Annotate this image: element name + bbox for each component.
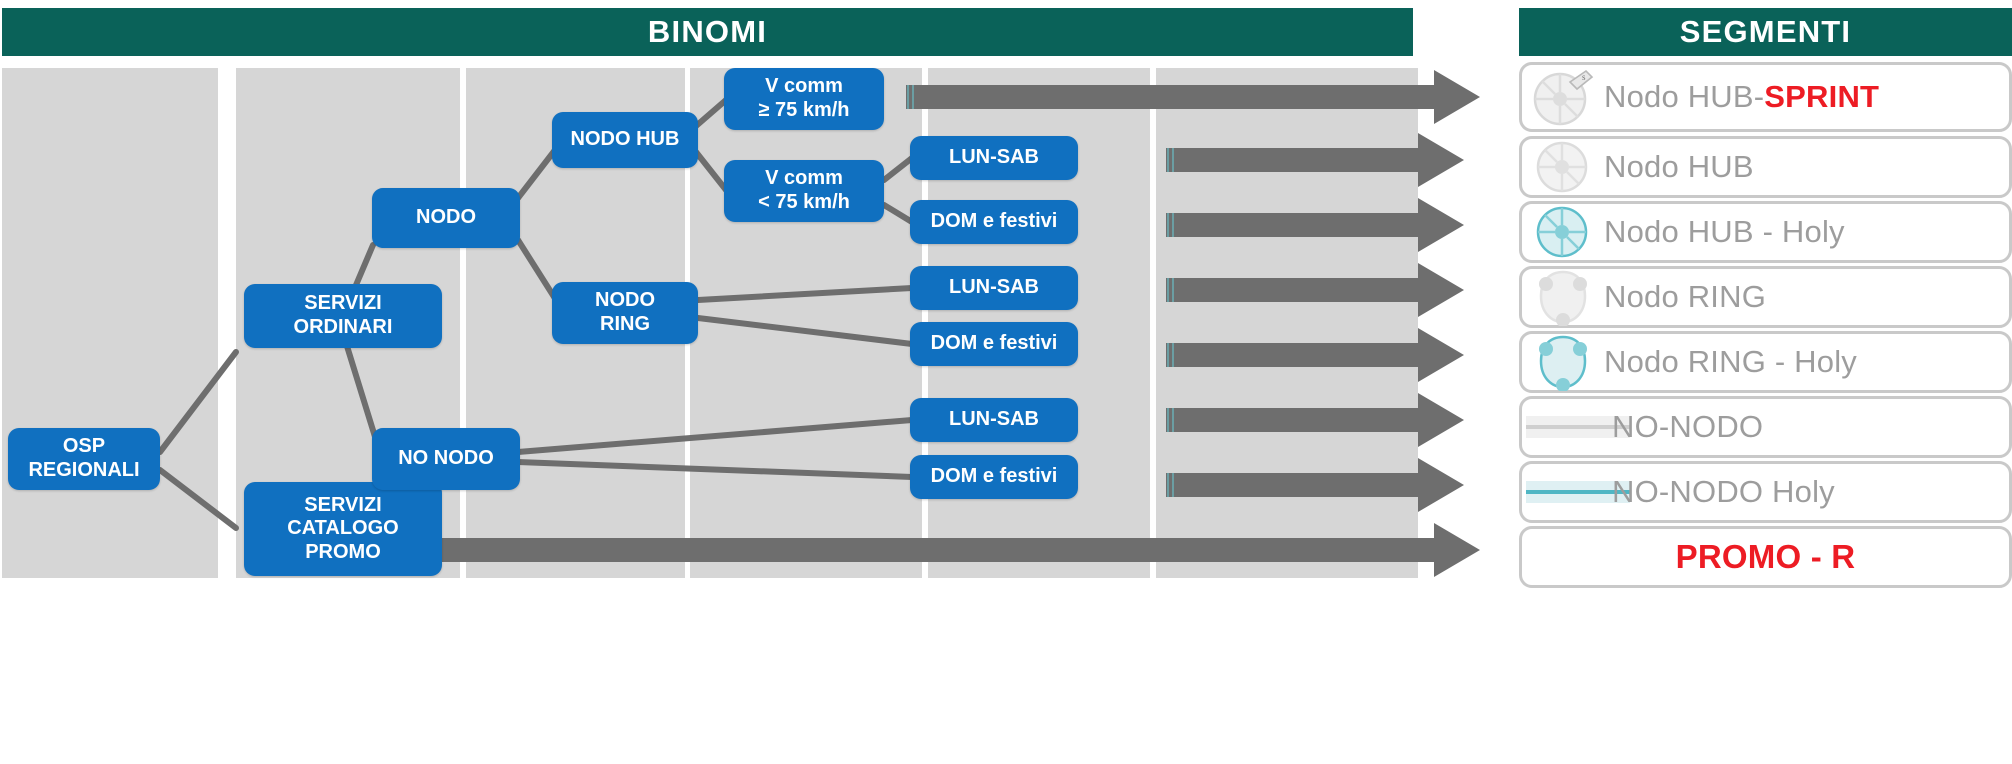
node-label-line1: OSP [62, 435, 106, 458]
ring-node-holy-icon [1522, 334, 1604, 391]
node-osp-regionali[interactable]: OSP REGIONALI [8, 428, 160, 490]
segment-card-ring[interactable]: Nodo RING [1519, 266, 2012, 328]
node-label-line2: CATALOGO [287, 517, 399, 540]
node-label: NO NODO [398, 447, 494, 470]
node-label: LUN-SAB [949, 408, 1039, 431]
node-nodo-hub[interactable]: NODO HUB [552, 112, 698, 168]
road-line-icon [1522, 399, 1634, 455]
segment-label-plain: Nodo RING [1604, 279, 1767, 314]
node-label: NODO HUB [570, 128, 680, 151]
node-lun-sab-hub[interactable]: LUN-SAB [910, 136, 1078, 180]
node-label-line2: REGIONALI [28, 459, 140, 481]
node-dom-festivi-ring[interactable]: DOM e festivi [910, 322, 1078, 366]
segment-card-no-nodo-holy[interactable]: NO-NODO Holy [1519, 461, 2012, 523]
segment-card-hub-holy[interactable]: Nodo HUB - Holy [1519, 201, 2012, 263]
segment-label: PROMO - R [1522, 538, 2009, 576]
lane-column-1 [2, 68, 218, 578]
node-label-line1: SERVIZI [304, 493, 382, 516]
segment-label-plain: Nodo HUB- [1604, 79, 1765, 114]
segment-label-plain: PROMO - R [1675, 538, 1856, 575]
hub-wheel-sprint-icon: s [1522, 65, 1604, 129]
node-label-line3: PROMO [305, 540, 381, 563]
segment-card-no-nodo[interactable]: NO-NODO [1519, 396, 2012, 458]
segment-label: Nodo HUB - Holy [1604, 214, 2009, 250]
road-line-holy-icon [1522, 464, 1634, 520]
node-servizi-catalogo-promo[interactable]: SERVIZI CATALOGO PROMO [244, 482, 442, 576]
segment-label: Nodo HUB [1604, 149, 2009, 185]
node-label-line2: < 75 km/h [758, 191, 850, 213]
segment-label-plain: Nodo HUB - Holy [1604, 214, 1845, 249]
node-v-comm-ge-75[interactable]: V comm ≥ 75 km/h [724, 68, 884, 130]
node-lun-sab-no-nodo[interactable]: LUN-SAB [910, 398, 1078, 442]
segment-label: NO-NODO Holy [1612, 474, 2009, 510]
segment-label-plain: Nodo RING - Holy [1604, 344, 1857, 379]
segment-label: Nodo HUB-SPRINT [1604, 79, 2009, 115]
segment-label: NO-NODO [1612, 409, 2009, 445]
node-v-comm-lt-75[interactable]: V comm < 75 km/h [724, 160, 884, 222]
hub-wheel-holy-icon [1522, 204, 1604, 260]
node-no-nodo[interactable]: NO NODO [372, 428, 520, 490]
segmenti-header: SEGMENTI [1519, 8, 2012, 56]
node-label-line1: NODO [595, 289, 655, 312]
node-label: DOM e festivi [930, 465, 1058, 488]
binomi-header: BINOMI [2, 8, 1413, 56]
segment-card-hub-sprint[interactable]: s Nodo HUB-SPRINT [1519, 62, 2012, 132]
node-label-line1: V comm [765, 167, 843, 190]
node-label: LUN-SAB [949, 276, 1039, 299]
segment-label-plain: NO-NODO [1612, 409, 1764, 444]
node-dom-festivi-no-nodo[interactable]: DOM e festivi [910, 455, 1078, 499]
segment-label: Nodo RING [1604, 279, 2009, 315]
node-lun-sab-ring[interactable]: LUN-SAB [910, 266, 1078, 310]
node-label: DOM e festivi [930, 332, 1058, 355]
node-label: NODO [416, 206, 476, 229]
hub-wheel-icon [1522, 139, 1604, 195]
segment-label-plain: NO-NODO Holy [1612, 474, 1835, 509]
segment-label-plain: Nodo HUB [1604, 149, 1754, 184]
node-label: DOM e festivi [930, 210, 1058, 233]
segment-card-promo-r[interactable]: PROMO - R [1519, 526, 2012, 588]
node-nodo-ring[interactable]: NODO RING [552, 282, 698, 344]
ring-node-icon [1522, 269, 1604, 326]
node-label-line2: RING [600, 313, 650, 335]
svg-text:s: s [1582, 72, 1586, 82]
segment-label: Nodo RING - Holy [1604, 344, 2009, 380]
node-servizi-ordinari[interactable]: SERVIZI ORDINARI [244, 284, 442, 348]
segment-label-accent: SPRINT [1764, 79, 1880, 114]
segment-card-ring-holy[interactable]: Nodo RING - Holy [1519, 331, 2012, 393]
node-label-line1: SERVIZI [304, 292, 382, 315]
node-label: LUN-SAB [949, 146, 1039, 169]
node-label-line1: V comm [765, 75, 843, 98]
node-dom-festivi-hub[interactable]: DOM e festivi [910, 200, 1078, 244]
node-label-line2: ORDINARI [293, 316, 393, 338]
node-label-line2: ≥ 75 km/h [758, 99, 850, 121]
segment-card-hub[interactable]: Nodo HUB [1519, 136, 2012, 198]
node-nodo[interactable]: NODO [372, 188, 520, 248]
